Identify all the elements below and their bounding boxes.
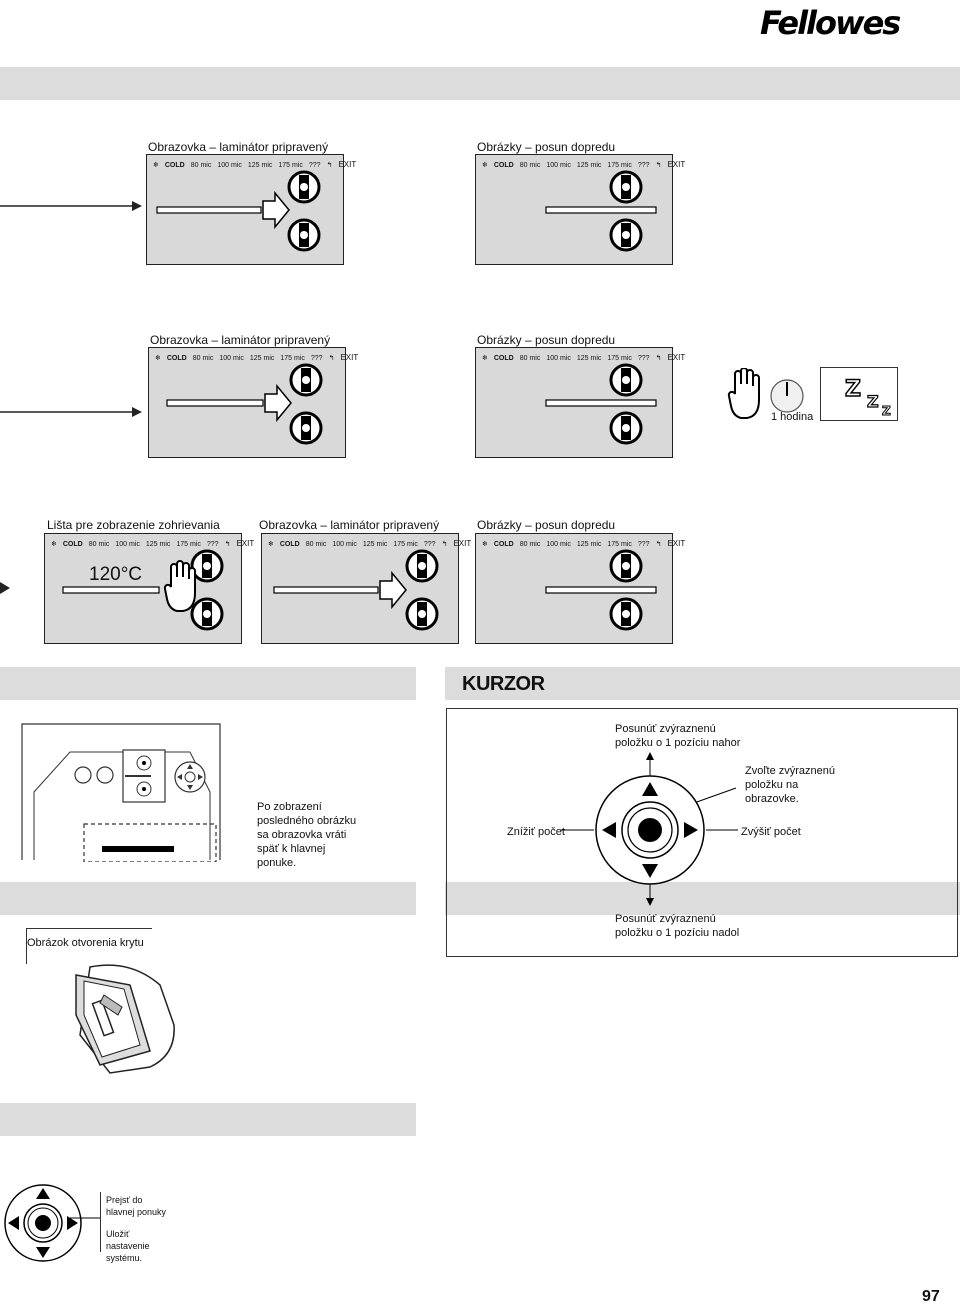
temperature-readout: 120°C — [89, 564, 143, 585]
cursor-diagram-frame — [446, 708, 958, 957]
cursor-select-label: Zvoľte zvýraznenú položku na obrazovke. — [745, 765, 836, 805]
return-icon: ↰ — [224, 541, 231, 548]
snowflake-icon: ❄ — [153, 162, 159, 169]
laminator-diagram — [273, 549, 439, 631]
cursor-up-label: Posunúť zvýraznenú položku o 1 pozíciu n… — [615, 723, 741, 749]
screen-title-ready-3: Obrazovka – laminátor pripravený — [259, 518, 440, 532]
cover-open-frame — [26, 928, 152, 964]
flow-arrows — [0, 201, 142, 594]
cursor-decrease-label: Znížiť počet — [507, 826, 565, 838]
screen-title-forward-3: Obrázky – posun dopredu — [477, 518, 616, 532]
fellowes-logo: Fellowes — [760, 4, 901, 42]
svg-text:Z: Z — [867, 392, 879, 411]
svg-text:Z: Z — [845, 377, 861, 402]
zzz-icon: Z Z Z — [844, 376, 891, 418]
laminator-diagram — [156, 170, 321, 252]
laminator-diagram — [166, 363, 323, 445]
menu-label-frame — [100, 1192, 166, 1252]
cursor-down-label: Posunúť zvýraznenú položku o 1 pozíciu n… — [615, 913, 740, 939]
hand-clock-icon — [727, 368, 804, 419]
snowflake-icon: ❄ — [482, 162, 488, 169]
screen-title-forward-1: Obrázky – posun dopredu — [477, 140, 616, 154]
laminator-diagram — [545, 549, 657, 631]
snowflake-icon: ❄ — [51, 541, 57, 548]
menu-go-main-label: Prejsť do hlavnej ponuky — [106, 1195, 167, 1217]
laminator-diagram — [545, 170, 657, 252]
section-bar-top — [0, 67, 960, 100]
menu-joystick-icon — [4, 1184, 100, 1262]
snowflake-icon: ❄ — [268, 541, 274, 548]
return-icon: ↰ — [326, 162, 333, 169]
screen-title-ready-2: Obrazovka – laminátor pripravený — [150, 333, 331, 347]
section-bar-cover-left — [0, 882, 416, 915]
section-bar-cover-right — [445, 882, 960, 915]
snowflake-icon: ❄ — [155, 355, 161, 362]
return-icon: ↰ — [655, 355, 662, 362]
cursor-heading: KURZOR — [462, 673, 545, 695]
snowflake-icon: ❄ — [482, 541, 488, 548]
section-bar-mid-right — [445, 667, 960, 700]
cursor-increase-label: Zvýšiť počet — [741, 826, 801, 838]
control-panel-illustration — [21, 723, 221, 862]
sleep-hour-label: 1 hodina — [771, 411, 814, 423]
sleep-screen: Z Z Z — [820, 367, 898, 421]
screen-title-forward-2: Obrázky – posun dopredu — [477, 333, 616, 347]
laminator-diagram — [545, 363, 657, 445]
section-bar-bottom — [0, 1103, 416, 1136]
return-icon: ↰ — [441, 541, 448, 548]
cover-open-illustration — [75, 964, 175, 1074]
return-icon: ↰ — [655, 541, 662, 548]
last-image-note: Po zobrazení posledného obrázku sa obraz… — [257, 801, 357, 869]
laminator-diagram — [62, 549, 224, 631]
screen-title-heating: Lišta pre zobrazenie zohrievania — [47, 518, 220, 532]
cover-open-caption: Obrázok otvorenia krytu — [27, 937, 144, 949]
section-bar-mid-left — [0, 667, 416, 700]
screen-title-ready-1: Obrazovka – laminátor pripravený — [148, 140, 329, 154]
return-icon: ↰ — [655, 162, 662, 169]
page-number: 97 — [922, 1288, 940, 1305]
menu-save-label: Uložiť nastavenie systému. — [106, 1229, 150, 1263]
snowflake-icon: ❄ — [482, 355, 488, 362]
joystick-icon — [560, 752, 738, 906]
svg-text:Z: Z — [882, 404, 891, 418]
return-icon: ↰ — [328, 355, 335, 362]
